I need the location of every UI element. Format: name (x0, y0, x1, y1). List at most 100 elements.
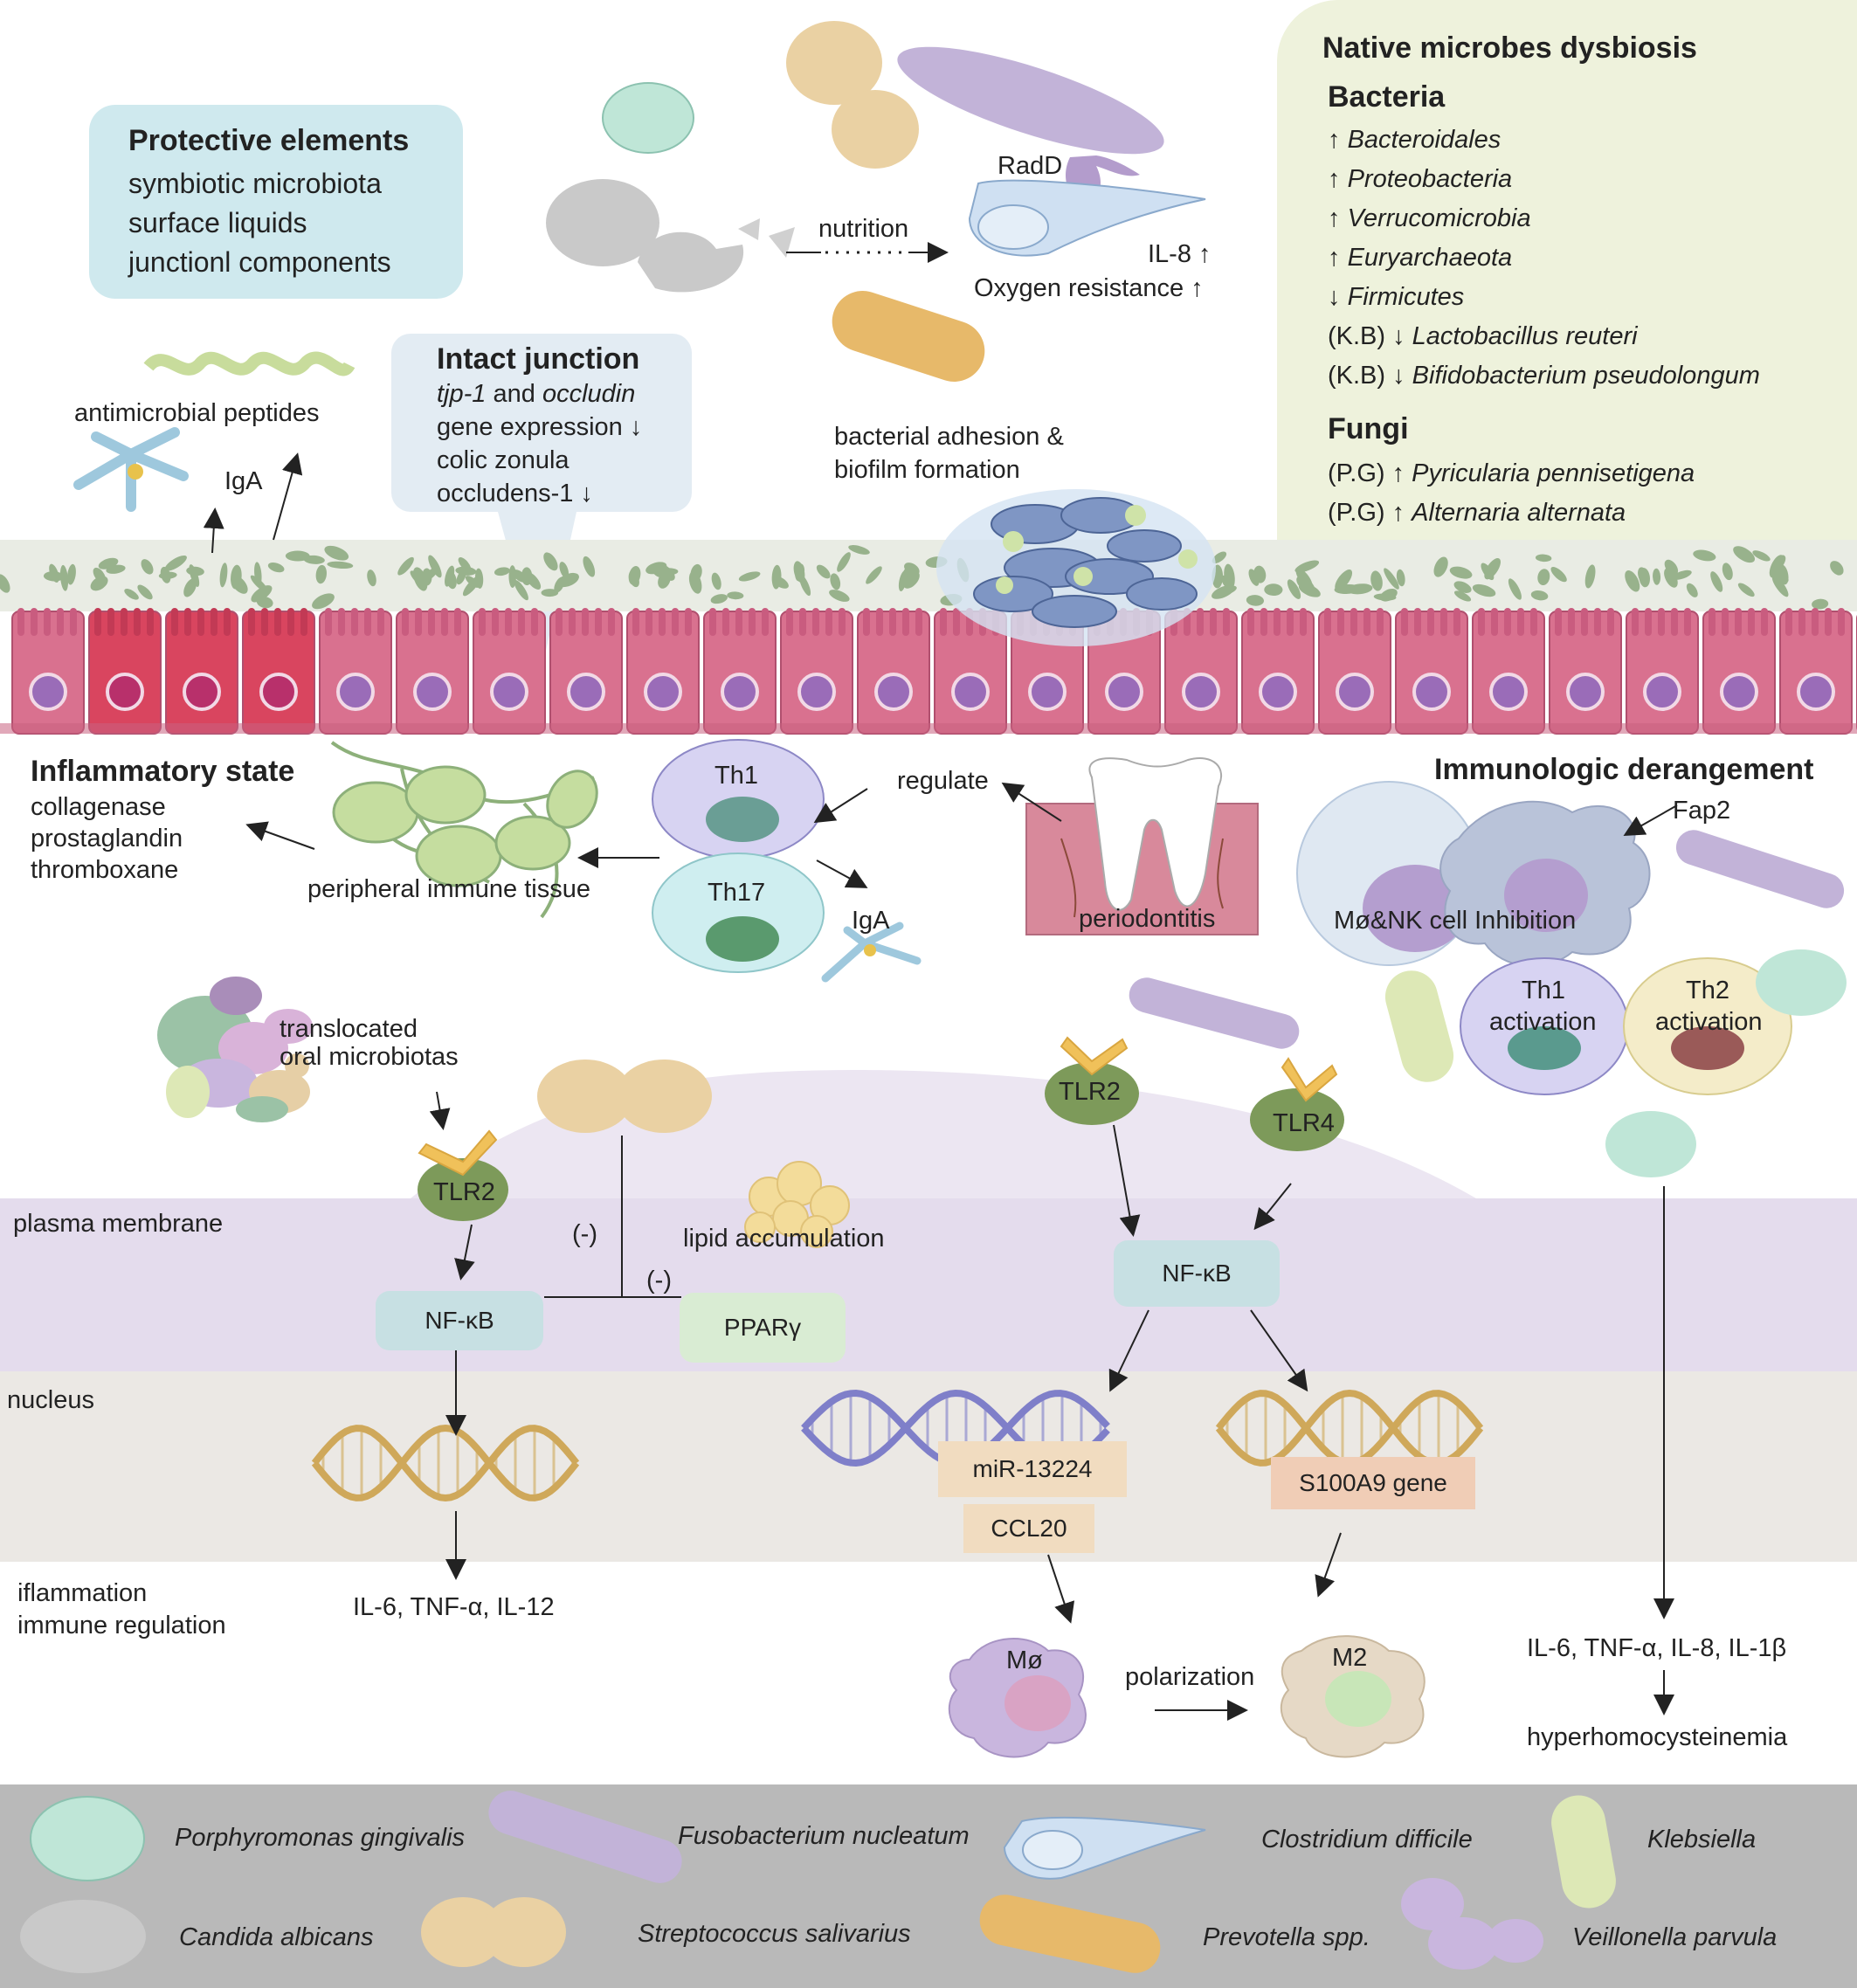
legend-veillonella: Veillonella parvula (1572, 1923, 1778, 1951)
th2-activation-label: Th2 (1686, 977, 1729, 1004)
translocated-line2: oral microbiotas (280, 1043, 459, 1071)
cell-nucleus (259, 673, 298, 711)
polarization-label: polarization (1125, 1663, 1255, 1691)
nucleus-label: nucleus (7, 1386, 94, 1414)
cell-nucleus (567, 673, 605, 711)
fungi-item: (P.G) ↑ Alternaria alternata (1328, 497, 1626, 528)
bacteria-item: ↑ Proteobacteria (1328, 163, 1512, 195)
cell-nucleus (413, 673, 452, 711)
bacteria-item-change: ↑ (1328, 165, 1348, 193)
th2-activation-label: activation (1655, 1008, 1763, 1036)
inflammatory-item: collagenase (31, 793, 166, 821)
cell-nucleus (1412, 673, 1451, 711)
negative-regulation-2: (-) (646, 1267, 672, 1294)
plasma-membrane-label: plasma membrane (13, 1210, 224, 1238)
radd-label: RadD (998, 152, 1063, 180)
junction-line1: tjp-1 and occludin (437, 378, 635, 410)
cell-nucleus (721, 673, 759, 711)
mo-nk-label: Mø&NK cell Inhibition (1334, 907, 1577, 935)
bacteria-item: (K.B) ↓ Lactobacillus reuteri (1328, 321, 1638, 352)
cell-nucleus (644, 673, 682, 711)
bacteria-item-taxon: Proteobacteria (1347, 165, 1513, 193)
legend-fusobacterium: Fusobacterium nucleatum (678, 1822, 970, 1850)
inflammatory-item: prostaglandin (31, 825, 183, 852)
inflammatory-item: thromboxane (31, 856, 179, 884)
lipid-label: lipid accumulation (683, 1225, 885, 1253)
cell-nucleus (1028, 673, 1067, 711)
dna-strand (311, 1425, 580, 1502)
hyperhomocysteinemia-label: hyperhomocysteinemia (1527, 1723, 1788, 1751)
ccl20-tag: CCL20 (963, 1504, 1094, 1553)
tlr4-label: TLR4 (1273, 1109, 1335, 1137)
epithelium-cells (11, 608, 1857, 735)
protective-item: symbiotic microbiota (128, 168, 382, 199)
fungi-item-taxon: Alternaria alternata (1412, 499, 1626, 527)
bacteria-item-taxon: Euryarchaeota (1347, 244, 1513, 272)
bacteria-item-change: ↑ (1328, 204, 1348, 232)
bacteria-item-change: (K.B) ↓ (1328, 322, 1412, 350)
bacteria-item-change: (K.B) ↓ (1328, 362, 1412, 390)
fungi-item: (P.G) ↑ Pyricularia pennisetigena (1328, 458, 1695, 489)
junction-line4: occludens-1 ↓ (437, 480, 593, 507)
protective-elements-box (89, 105, 463, 299)
legend-clostridium: Clostridium difficile (1261, 1826, 1473, 1853)
junction-line3: colic zonula (437, 446, 570, 474)
th1-activation-label: Th1 (1522, 977, 1565, 1004)
bacteria-item-taxon: Firmicutes (1347, 283, 1465, 311)
cell-nucleus (1489, 673, 1528, 711)
plasma-membrane-band (0, 1198, 1857, 1371)
fungi-item-change: (P.G) ↑ (1328, 499, 1412, 527)
bacteria-item-change: ↑ (1328, 244, 1348, 272)
bacteria-item: ↓ Firmicutes (1328, 281, 1464, 313)
cytokines-left: IL-6, TNF-α, IL-12 (353, 1593, 555, 1621)
cell-nucleus (797, 673, 836, 711)
intact-junction-box (391, 334, 692, 512)
negative-regulation-1: (-) (572, 1220, 597, 1248)
bacteria-item: ↑ Bacteroidales (1328, 124, 1501, 155)
junction-line2: gene expression ↓ (437, 413, 643, 441)
tlr2-left-label: TLR2 (433, 1178, 495, 1206)
bacteria-title: Bacteria (1328, 80, 1446, 114)
nutrition-label: nutrition (818, 215, 909, 243)
peripheral-label: peripheral immune tissue (307, 875, 590, 903)
cell-nucleus (1720, 673, 1758, 711)
bacteria-item-taxon: Bacteroidales (1347, 126, 1501, 154)
bacteria-item: (K.B) ↓ Bifidobacterium pseudolongum (1328, 360, 1760, 391)
immunologic-title: Immunologic derangement (1434, 753, 1814, 786)
iga-top-label: IgA (224, 467, 263, 495)
fap2-label: Fap2 (1673, 797, 1731, 825)
cell-nucleus (1336, 673, 1374, 711)
cell-nucleus (183, 673, 221, 711)
protective-item: junctionl components (128, 246, 391, 278)
antimicrobial-label: antimicrobial peptides (74, 399, 320, 427)
junction-title: Intact junction (437, 342, 640, 376)
native-title: Native microbes dysbiosis (1322, 31, 1697, 65)
regulate-label: regulate (897, 767, 989, 795)
bacteria-item-change: ↓ (1328, 283, 1348, 311)
mir-tag: miR-13224 (938, 1441, 1127, 1497)
native-microbes-panel (1277, 0, 1857, 559)
legend-klebsiella: Klebsiella (1647, 1826, 1757, 1853)
tlr2-right-label: TLR2 (1059, 1078, 1121, 1106)
cell-nucleus (106, 673, 144, 711)
cell-nucleus (29, 673, 67, 711)
legend-candida: Candida albicans (179, 1923, 374, 1951)
cell-nucleus (1259, 673, 1297, 711)
gene-occludin: occludin (542, 380, 636, 408)
nucleus-band (0, 1371, 1857, 1562)
cytokines-right: IL-6, TNF-α, IL-8, IL-1β (1527, 1634, 1787, 1662)
bacteria-item-taxon: Bifidobacterium pseudolongum (1412, 362, 1760, 390)
cell-nucleus (1797, 673, 1835, 711)
gene-tjp1: tjp-1 (437, 380, 487, 408)
cell-nucleus (1182, 673, 1220, 711)
bacteria-item-taxon: Verrucomicrobia (1347, 204, 1531, 232)
cell-nucleus (1566, 673, 1605, 711)
th17-label: Th17 (708, 879, 766, 907)
iga-mid-label: IgA (852, 907, 890, 935)
ppar-box: PPARγ (680, 1293, 846, 1363)
s100a9-tag: S100A9 gene (1271, 1457, 1475, 1509)
translocated-line1: translocated (280, 1015, 418, 1043)
fungi-item-taxon: Pyricularia pennisetigena (1412, 459, 1695, 487)
bacteria-item: ↑ Verrucomicrobia (1328, 203, 1531, 234)
